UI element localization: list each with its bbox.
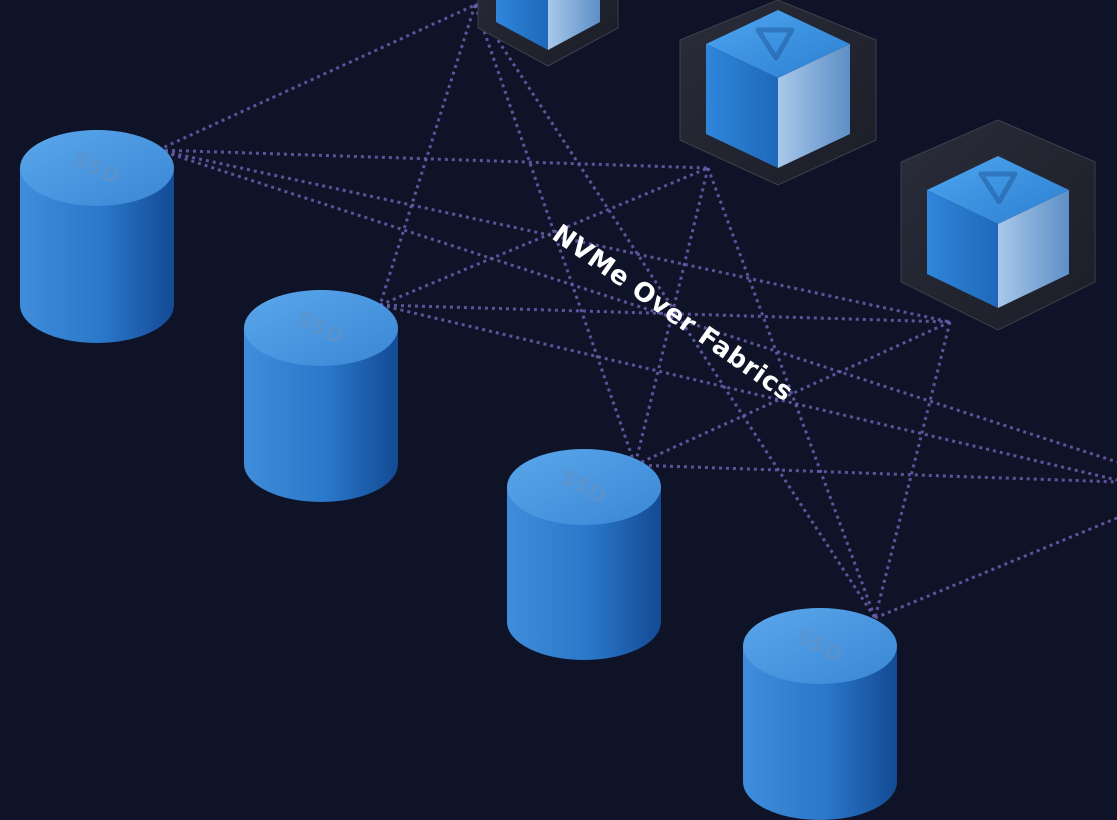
fabric-link [634,320,951,467]
fabric-link [873,321,952,619]
play-logo-icon [755,27,795,61]
ssd-drive: SSD [743,608,897,820]
fabric-link [378,4,477,306]
ssd-drive: SSD [20,130,174,343]
fabric-link [473,4,877,619]
fabric-link [157,148,951,324]
ssd-drive: SSD [507,449,661,660]
fabric-link [157,148,709,170]
fabric-link [379,303,1117,482]
fabric-link [633,167,710,466]
host-node [477,0,619,67]
fabric-link [634,463,1117,484]
fabric-links [157,0,1117,620]
host-node [900,119,1096,331]
play-logo-icon [978,171,1018,205]
ssd-drive: SSD [244,290,398,502]
fabric-link [706,167,877,619]
fabric-link [157,3,476,152]
host-node [679,0,877,186]
fabric-link [874,516,1117,620]
fabric-link [379,166,709,307]
fabric-link [157,148,1117,464]
